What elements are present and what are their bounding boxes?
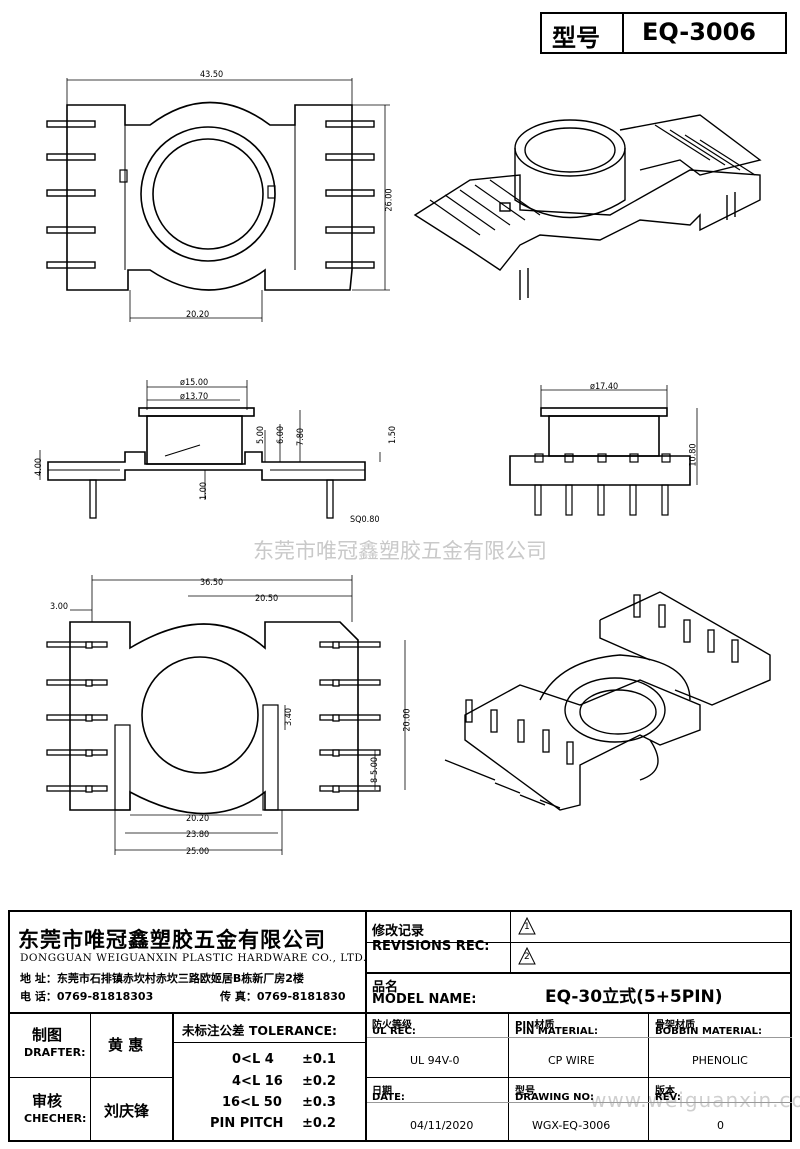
tolerance-range-4: PIN PITCH <box>210 1116 284 1131</box>
tolerance-value-1: ±0.1 <box>302 1052 336 1067</box>
rev-label-en: REV: <box>655 1092 681 1103</box>
bobbin-material-label-cn: 骨架材质 <box>655 1020 695 1031</box>
dim-E: ø13.70 <box>180 392 209 402</box>
ul-label-cn: 防火等级 <box>372 1020 412 1031</box>
drafter-label-en: DRAFTER: <box>24 1046 86 1059</box>
company-phone: 电 话：0769-81818303 <box>20 990 154 1003</box>
dim-S: 20.00 <box>402 708 413 732</box>
drawing-no-label-cn: 型号 <box>515 1086 535 1097</box>
bobbin-material-label-en: BOBBIN MATERIAL: <box>655 1026 763 1037</box>
top-view <box>46 78 390 322</box>
tolerance-range-1: 0<L 4 <box>232 1052 274 1067</box>
dim-U2: 23.80 <box>186 830 210 840</box>
rev-value: 0 <box>717 1119 724 1132</box>
drawing-no-value: WGX-EQ-3006 <box>532 1119 611 1132</box>
end-view <box>509 385 698 516</box>
tolerance-label: 未标注公差 TOLERANCE: <box>182 1023 337 1038</box>
bobbin-material-value: PHENOLIC <box>692 1054 748 1067</box>
dim-Q: 3.00 <box>50 602 69 612</box>
tolerance-range-3: 16<L 50 <box>222 1095 282 1110</box>
checker-label-cn: 审核 <box>32 1092 63 1110</box>
dim-G: 6.00 <box>276 425 287 445</box>
watermark-company: 东莞市唯冠鑫塑胶五金有限公司 <box>253 539 547 563</box>
dim-K: SQ0.80 <box>350 515 380 525</box>
date-label-en: DATE: <box>372 1092 405 1103</box>
model-header-box: 型号 EQ-3006 <box>540 12 787 54</box>
tolerance-value-2: ±0.2 <box>302 1074 336 1089</box>
dim-U3: 25.00 <box>186 847 210 857</box>
title-block: 东莞市唯冠鑫塑胶五金有限公司 DONGGUAN WEIGUANXIN PLAST… <box>8 910 792 1142</box>
tolerance-value-3: ±0.3 <box>302 1095 336 1110</box>
revision-2-triangle-icon: 2 <box>518 946 536 965</box>
company-fax: 传 真：0769-8181830 <box>220 990 346 1003</box>
tolerance-range-2: 4<L 16 <box>232 1074 283 1089</box>
ul-value: UL 94V-0 <box>410 1054 460 1067</box>
dim-J: 1.00 <box>199 481 210 501</box>
dim-N: 10.80 <box>688 443 699 467</box>
checker-label-en: CHECHER: <box>24 1112 87 1125</box>
ul-label-en: UL REC: <box>372 1026 416 1037</box>
date-value: 04/11/2020 <box>410 1119 474 1132</box>
pin-material-value: CP WIRE <box>548 1054 595 1067</box>
model-name-value: EQ-30立式(5+5PIN) <box>545 987 723 1007</box>
dim-H: 7.80 <box>296 427 307 447</box>
model-name-label-cn: 品名 <box>372 980 399 995</box>
revisions-label-en: REVISIONS REC: <box>372 939 490 954</box>
model-header-label: 型号 <box>552 24 600 52</box>
revision-1-triangle-icon: 1 <box>518 916 536 935</box>
revision-1-number: 1 <box>524 922 530 932</box>
drawing-no-label-en: DRAWING NO: <box>515 1092 594 1103</box>
dim-I: 4.00 <box>34 457 45 477</box>
isometric-view-bottom <box>444 591 771 811</box>
bottom-view <box>46 575 406 855</box>
checker-name: 刘庆锋 <box>104 1102 150 1120</box>
tolerance-value-4: ±0.2 <box>302 1116 336 1131</box>
drafter-label-cn: 制图 <box>32 1026 63 1044</box>
pin-material-label-en: PIN MATERIAL: <box>515 1026 598 1037</box>
dim-D: ø15.00 <box>180 378 209 388</box>
revision-2-number: 2 <box>524 952 530 962</box>
isometric-view-top <box>413 114 762 300</box>
date-label-cn: 日期 <box>372 1086 392 1097</box>
dim-O: 36.50 <box>200 578 224 588</box>
dim-T: 8-5.00 <box>370 756 381 784</box>
dim-U1: 20.20 <box>186 814 210 824</box>
model-name-label-en: MODEL NAME: <box>372 992 477 1007</box>
technical-drawing <box>39 78 771 855</box>
company-name-en: DONGGUAN WEIGUANXIN PLASTIC HARDWARE CO.… <box>20 952 367 964</box>
dim-R: 3.40 <box>284 707 295 727</box>
dim-B: 26.00 <box>384 188 395 212</box>
dim-A: 43.50 <box>200 70 224 80</box>
drafter-name: 黄 惠 <box>108 1036 144 1054</box>
company-address: 地 址：东莞市石排镇赤坎村赤坎三路欧姬居B栋新厂房2楼 <box>20 972 304 985</box>
side-view <box>39 380 381 519</box>
model-header-value: EQ-3006 <box>642 18 756 46</box>
dim-P: 20.50 <box>255 594 279 604</box>
dim-M: ø17.40 <box>590 382 619 392</box>
dim-C: 20.20 <box>186 310 210 320</box>
dim-L: 1.50 <box>388 425 399 445</box>
pin-material-label-cn: PIN材质 <box>515 1020 555 1031</box>
revisions-label-cn: 修改记录 <box>372 924 425 939</box>
rev-label-cn: 版本 <box>655 1086 675 1097</box>
company-name-cn: 东莞市唯冠鑫塑胶五金有限公司 <box>18 928 326 952</box>
dim-F: 5.00 <box>256 425 267 445</box>
watermark-url: www.weiguanxin.com <box>590 1088 800 1112</box>
